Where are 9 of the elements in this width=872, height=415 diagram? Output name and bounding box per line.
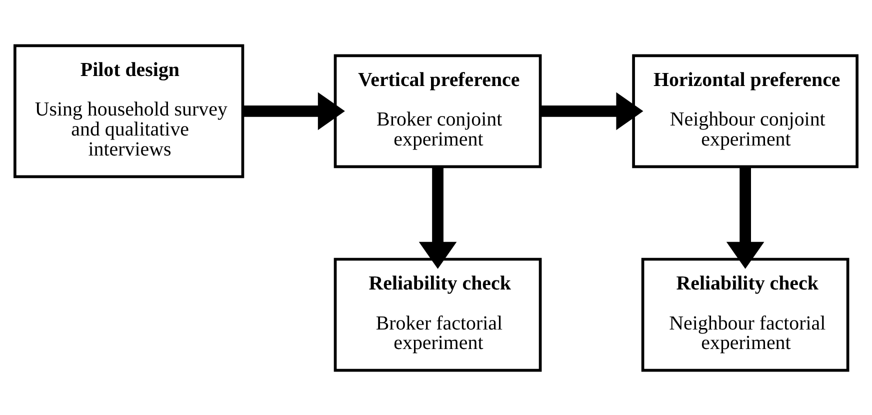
node-box: Reliability check Neighbour factorial experiment — [641, 257, 850, 372]
node-box: Pilot design Using household survey and qualitative interviews — [14, 44, 244, 178]
arrow — [540, 92, 644, 130]
node-box: Reliability check Broker factorial experiment — [334, 257, 542, 372]
node-box: Horizontal preference Neighbour conjoint experiment — [632, 54, 858, 168]
arrow — [242, 92, 345, 130]
node-box: Vertical preference Broker conjoint experiment — [334, 54, 542, 168]
arrow — [726, 166, 764, 268]
arrow — [418, 166, 457, 268]
